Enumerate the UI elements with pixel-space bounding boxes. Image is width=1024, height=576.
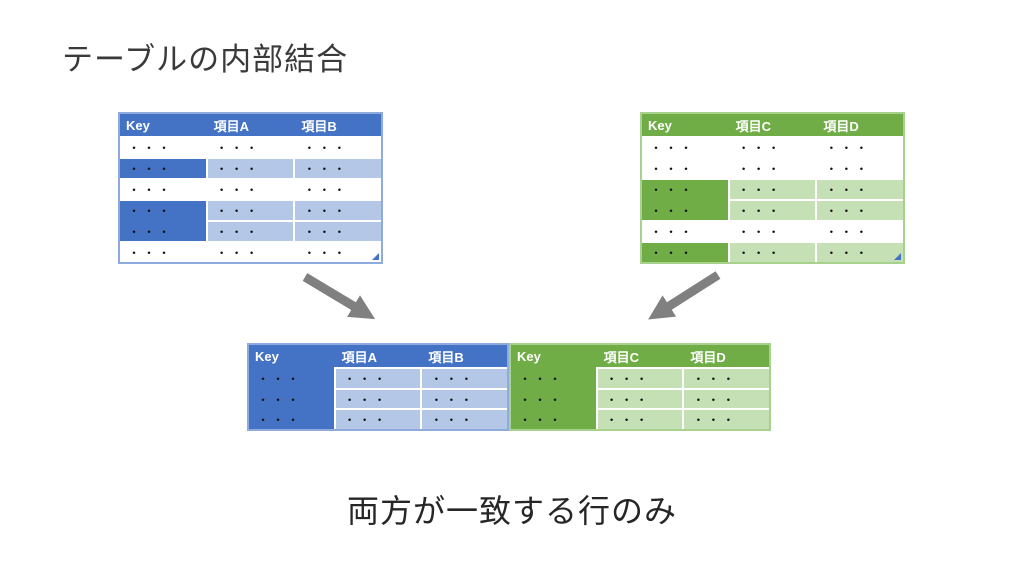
data-cell: ・・・ [205,199,294,220]
data-cell: ・・・ [642,199,728,220]
table-row: ・・・・・・・・・ [642,220,904,241]
left-down-right-arrow [302,273,376,320]
right-down-left-arrow [648,271,721,320]
data-cell: ・・・ [249,367,334,388]
table-row: ・・・・・・・・・ [642,157,904,178]
data-cell: ・・・ [595,367,683,388]
data-cell: ・・・ [333,367,421,388]
data-cell: ・・・ [727,178,816,199]
data-cell: ・・・ [511,367,596,388]
header-cell: Key [511,345,596,367]
data-cell: ・・・ [682,408,770,430]
data-cell: ・・・ [293,157,382,178]
data-cell: ・・・ [120,220,206,241]
data-cell: ・・・ [293,220,382,241]
table-row: ・・・・・・・・・ [249,408,508,430]
data-cell: ・・・ [511,387,596,409]
table-row: ・・・・・・・・・ [120,157,382,178]
data-cell: ・・・ [682,367,770,388]
data-cell: ・・・ [420,408,508,430]
data-cell: ・・・ [815,178,904,199]
page-title: テーブルの内部結合 [62,42,349,77]
data-cell: ・・・ [595,387,683,409]
header-cell: Key [120,114,206,136]
data-cell: ・・・ [120,136,206,157]
data-cell: ・・・ [511,408,596,430]
header-cell: 項目B [420,345,508,367]
caption-text: 両方が一致する行のみ [346,493,677,529]
table-row: ・・・・・・・・・ [642,178,904,199]
data-cell: ・・・ [249,408,334,430]
data-cell: ・・・ [727,157,816,178]
table-row: ・・・・・・・・・ [120,136,382,157]
data-cell: ・・・ [642,220,728,241]
data-cell: ・・・ [420,367,508,388]
data-cell: ・・・ [727,199,816,220]
table-row: ・・・・・・・・・ [642,199,904,220]
table-row: ・・・・・・・・・ [642,136,904,157]
table-row: ・・・・・・・・・ [120,220,382,241]
header-cell: 項目B [293,114,382,136]
table-row: ・・・・・・・・・ [120,178,382,199]
data-cell: ・・・ [205,241,294,262]
header-cell: 項目D [682,345,770,367]
table-row: ・・・・・・・・・ [511,367,770,388]
data-cell: ・・・ [293,178,382,199]
data-cell: ・・・ [727,220,816,241]
data-cell: ・・・ [642,136,728,157]
data-cell: ・・・ [120,178,206,199]
data-cell: ・・・ [815,157,904,178]
table-row: ・・・・・・・・・ [511,387,770,409]
header-cell: 項目D [815,114,904,136]
data-cell: ・・・ [815,136,904,157]
data-cell: ・・・ [120,241,206,262]
data-cell: ・・・ [293,199,382,220]
table-row: ・・・・・・・・・ [120,241,382,262]
data-cell: ・・・ [595,408,683,430]
resize-handle-icon [894,253,901,260]
table-row: ・・・・・・・・・ [511,408,770,430]
header-cell: Key [642,114,728,136]
data-cell: ・・・ [642,178,728,199]
data-cell: ・・・ [293,136,382,157]
data-cell: ・・・ [727,241,816,262]
data-cell: ・・・ [420,387,508,409]
header-cell: 項目C [595,345,683,367]
data-cell: ・・・ [815,199,904,220]
table-row: ・・・・・・・・・ [249,387,508,409]
data-cell: ・・・ [120,199,206,220]
data-cell: ・・・ [682,387,770,409]
data-cell: ・・・ [815,220,904,241]
header-cell: Key [249,345,334,367]
table-row: ・・・・・・・・・ [249,367,508,388]
data-cell: ・・・ [293,241,382,262]
data-cell: ・・・ [205,178,294,199]
data-cell: ・・・ [642,241,728,262]
data-cell: ・・・ [333,387,421,409]
table-row: ・・・・・・・・・ [642,241,904,262]
data-cell: ・・・ [205,157,294,178]
data-cell: ・・・ [815,241,904,262]
header-cell: 項目A [205,114,294,136]
data-cell: ・・・ [205,136,294,157]
header-cell: 項目A [333,345,421,367]
header-cell: 項目C [727,114,816,136]
table-row: ・・・・・・・・・ [120,199,382,220]
data-cell: ・・・ [205,220,294,241]
data-cell: ・・・ [120,157,206,178]
data-cell: ・・・ [333,408,421,430]
resize-handle-icon [372,253,379,260]
data-cell: ・・・ [727,136,816,157]
data-cell: ・・・ [642,157,728,178]
data-cell: ・・・ [249,387,334,409]
